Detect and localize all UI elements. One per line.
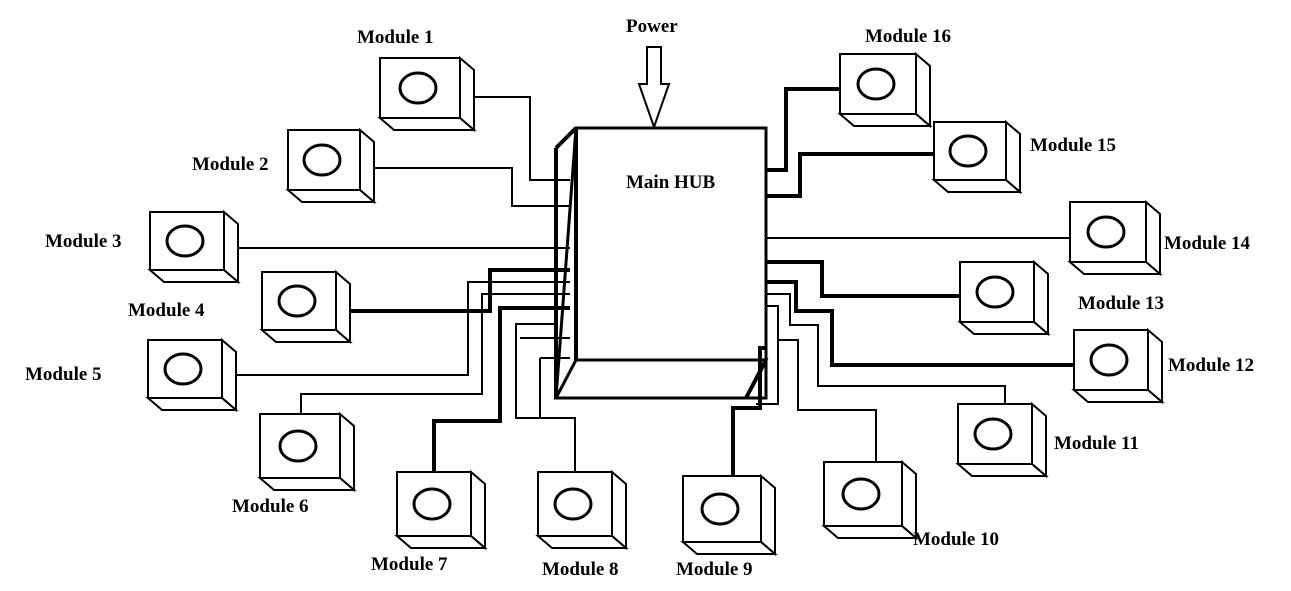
module-14 — [1067, 199, 1163, 277]
module-1 — [377, 55, 477, 133]
module-6 — [257, 411, 357, 493]
module-label-1: Module 1 — [357, 27, 434, 48]
module-9 — [680, 473, 778, 557]
module-10 — [821, 459, 919, 541]
module-4-bottom — [259, 329, 353, 343]
module-4-front — [261, 271, 337, 331]
module-label-16: Module 16 — [865, 26, 951, 47]
power-arrow — [637, 46, 671, 131]
module-9-side — [760, 473, 776, 557]
module-label-7: Module 7 — [371, 554, 448, 575]
module-label-3: Module 3 — [45, 231, 122, 252]
module-16 — [837, 51, 933, 129]
module-3-port-icon — [165, 224, 205, 258]
module-7-port-icon — [412, 487, 452, 521]
module-8-port-icon — [553, 487, 593, 521]
module-14-port-icon — [1086, 215, 1126, 249]
module-1-port-icon — [398, 71, 438, 105]
module-label-15: Module 15 — [1030, 135, 1116, 156]
module-label-8: Module 8 — [542, 559, 619, 580]
right-wires — [731, 87, 1076, 478]
module-label-4: Module 4 — [128, 300, 205, 321]
power-label: Power — [626, 16, 678, 37]
module-11-bottom — [955, 463, 1049, 477]
module-label-2: Module 2 — [192, 154, 269, 175]
module-label-11: Module 11 — [1054, 433, 1139, 454]
module-2-port-icon — [302, 143, 342, 177]
module-label-14: Module 14 — [1164, 233, 1251, 254]
module-16-bottom — [837, 113, 933, 127]
module-6-port-icon — [278, 429, 318, 463]
module-8 — [535, 469, 629, 551]
module-13-bottom — [957, 321, 1051, 335]
main-hub — [553, 126, 769, 400]
module-1-bottom — [377, 117, 477, 131]
module-15-bottom — [931, 179, 1023, 193]
module-label-9: Module 9 — [676, 559, 753, 580]
module-10-bottom — [821, 525, 919, 539]
module-9-port-icon — [700, 492, 740, 526]
module-14-bottom — [1067, 261, 1163, 275]
module-label-10: Module 10 — [913, 529, 999, 550]
module-12 — [1071, 327, 1165, 405]
left-wires — [235, 96, 576, 472]
module-8-bottom — [535, 535, 629, 549]
module-13 — [957, 259, 1051, 337]
module-label-12: Module 12 — [1168, 355, 1254, 376]
module-5 — [145, 337, 239, 413]
module-5-bottom — [145, 397, 239, 411]
modules — [145, 51, 1165, 557]
module-3-bottom — [147, 269, 241, 283]
module-4-port-icon — [277, 284, 317, 318]
module-15 — [931, 119, 1023, 195]
module-13-port-icon — [975, 275, 1015, 309]
module-9-bottom — [680, 541, 778, 555]
module-7-bottom — [394, 535, 488, 549]
module-7 — [394, 469, 488, 551]
module-label-6: Module 6 — [232, 496, 309, 517]
module-11-port-icon — [973, 417, 1013, 451]
module-15-port-icon — [948, 134, 988, 168]
module-2 — [285, 127, 377, 205]
module-12-bottom — [1071, 389, 1165, 403]
main-hub-label: Main HUB — [626, 172, 716, 193]
module-4 — [259, 269, 353, 345]
module-12-port-icon — [1089, 343, 1129, 377]
module-11 — [955, 401, 1049, 479]
module-6-bottom — [257, 477, 357, 491]
module-10-port-icon — [841, 477, 881, 511]
module-16-port-icon — [856, 67, 896, 101]
module-2-bottom — [285, 189, 377, 203]
module-5-port-icon — [163, 352, 203, 386]
module-label-5: Module 5 — [25, 364, 102, 385]
module-label-13: Module 13 — [1078, 293, 1164, 314]
module-3 — [147, 209, 241, 285]
